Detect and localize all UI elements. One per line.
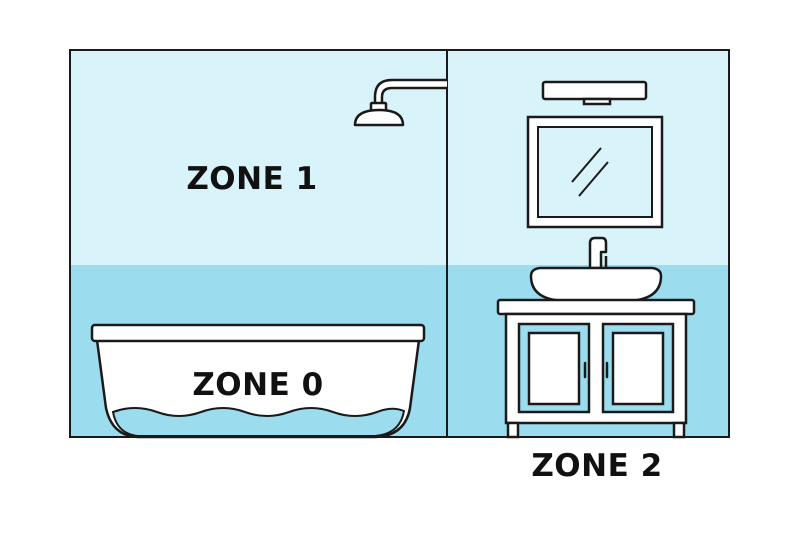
zone1-label: ZONE 1 xyxy=(186,161,317,197)
diagram-frame xyxy=(69,49,730,438)
basin-icon xyxy=(529,266,663,303)
faucet-icon xyxy=(588,236,608,270)
water-icon xyxy=(111,407,406,437)
shower-head-icon xyxy=(353,78,447,127)
bathtub-icon xyxy=(90,323,426,439)
mirror-icon xyxy=(526,115,664,229)
zone0-label: ZONE 0 xyxy=(192,367,323,403)
vanity-cabinet-icon xyxy=(496,298,696,439)
light-bar-icon xyxy=(541,80,648,106)
zone2-label: ZONE 2 xyxy=(531,448,662,484)
